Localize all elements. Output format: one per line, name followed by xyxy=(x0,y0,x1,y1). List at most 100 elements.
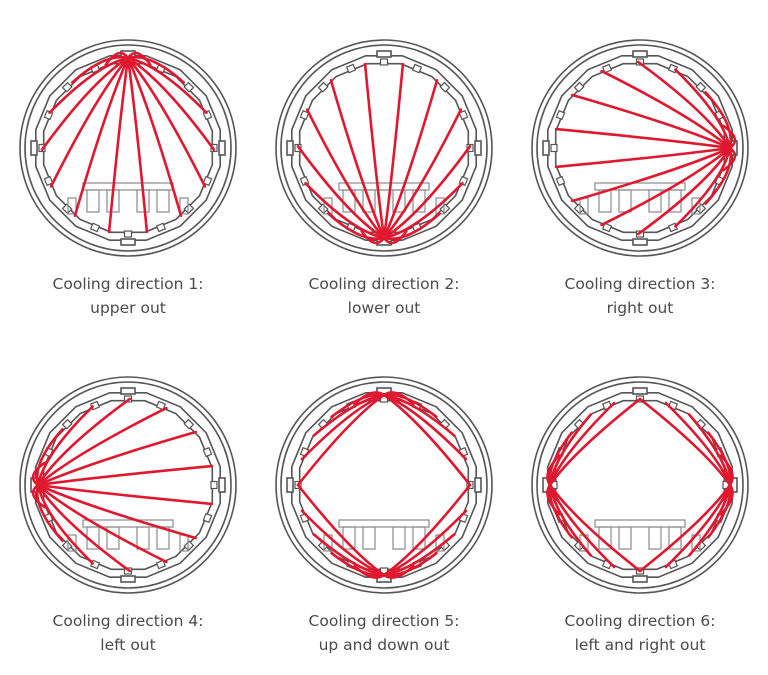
cooling-diagram xyxy=(275,39,493,257)
cooling-diagram xyxy=(531,376,749,594)
slot-tab xyxy=(411,63,423,74)
slot-tab xyxy=(155,400,167,411)
outer-ring xyxy=(19,39,237,257)
slot-tab xyxy=(601,63,613,74)
airflow-line xyxy=(664,401,732,487)
bracket-leg xyxy=(392,189,406,213)
bracket-leg xyxy=(362,526,376,550)
airflow-line xyxy=(36,483,214,506)
airflow-line xyxy=(548,397,642,487)
bracket-side-right xyxy=(179,197,189,215)
airflow-right xyxy=(554,60,737,236)
cooling-diagram xyxy=(19,376,237,594)
airflow-bottom xyxy=(296,483,472,579)
housing xyxy=(19,376,237,594)
outer-ring-inner xyxy=(24,381,232,589)
bracket-bar xyxy=(594,519,686,528)
airflow-line xyxy=(35,428,64,487)
airflow-line xyxy=(36,405,94,487)
airflow-line xyxy=(126,56,207,188)
bracket-side-left xyxy=(67,197,77,215)
airflow-right xyxy=(638,397,734,573)
bracket-leg xyxy=(156,526,170,550)
airflow-line xyxy=(300,509,386,577)
airflow-line xyxy=(638,397,732,487)
airflow-line xyxy=(327,212,386,241)
airflow-line xyxy=(300,393,386,461)
housing xyxy=(275,39,493,257)
bracket-leg xyxy=(392,526,406,550)
airflow-line xyxy=(49,56,130,188)
bracket-leg xyxy=(362,189,376,213)
slot-tab xyxy=(573,81,585,93)
airflow-line xyxy=(31,461,47,487)
slot-tab xyxy=(550,143,558,153)
airflow-line xyxy=(554,127,732,150)
airflow-line xyxy=(382,79,439,240)
airflow-line xyxy=(637,146,732,236)
bracket-side-right xyxy=(691,197,701,215)
terminal-bottom xyxy=(120,575,136,583)
airflow-line xyxy=(382,62,405,240)
bracket-bar xyxy=(82,519,174,528)
airflow-line xyxy=(40,56,130,151)
caption: Cooling direction 4: left out xyxy=(0,609,256,657)
airflow-line xyxy=(638,483,732,573)
caption-title: Cooling direction 2: xyxy=(308,275,460,293)
caption-subtitle: up and down out xyxy=(318,636,450,654)
airflow-line xyxy=(704,91,733,150)
bracket-leg xyxy=(136,526,150,550)
terminal-right xyxy=(474,140,482,156)
outer-ring xyxy=(275,376,493,594)
terminal-bottom xyxy=(632,575,648,583)
airflow-line xyxy=(329,79,386,240)
airflow-line xyxy=(382,212,441,241)
slot-tab xyxy=(155,559,167,570)
terminal-left xyxy=(30,140,38,156)
airflow-line xyxy=(674,146,732,228)
panel-cooling-direction-6: Cooling direction 6: left and right out xyxy=(512,337,768,674)
airflow-left xyxy=(31,397,214,573)
caption-title: Cooling direction 4: xyxy=(52,612,204,630)
airflow-line xyxy=(382,483,472,577)
slot-tab xyxy=(61,418,73,430)
airflow-line xyxy=(600,69,732,150)
airflow-line xyxy=(36,483,197,540)
bracket-leg xyxy=(618,526,632,550)
outer-ring-inner xyxy=(536,44,744,252)
bracket-bar xyxy=(82,182,174,191)
airflow-line xyxy=(600,146,732,227)
airflow-line xyxy=(382,509,468,577)
bracket-bar xyxy=(338,182,430,191)
cooling-diagram xyxy=(531,39,749,257)
outer-ring-inner xyxy=(280,44,488,252)
bracket-leg xyxy=(648,526,662,550)
housing xyxy=(531,376,749,594)
stator-outline xyxy=(546,54,733,241)
airflow-line xyxy=(296,145,386,240)
bracket-bar xyxy=(594,182,686,191)
airflow-line xyxy=(31,483,47,509)
slot-tab xyxy=(183,540,195,552)
airflow-line xyxy=(36,464,214,487)
outer-ring xyxy=(531,376,749,594)
slot-tab xyxy=(202,446,213,458)
panel-cooling-direction-3: Cooling direction 3: right out xyxy=(512,0,768,337)
airflow-line xyxy=(107,56,130,234)
slot-tab xyxy=(299,109,310,121)
airflow-line xyxy=(571,146,732,203)
slot-tab xyxy=(183,203,195,215)
stator-outline xyxy=(290,54,477,241)
bracket-leg xyxy=(618,189,632,213)
airflow-line xyxy=(36,483,94,565)
slot-tab xyxy=(202,175,213,187)
stator-outline xyxy=(290,391,477,578)
terminal-left xyxy=(542,140,550,156)
airflow-line xyxy=(571,93,732,150)
airflow-line xyxy=(48,56,130,114)
slot-tab xyxy=(202,512,213,524)
terminal-left xyxy=(286,140,294,156)
caption-title: Cooling direction 6: xyxy=(564,612,716,630)
airflow-line xyxy=(73,56,130,217)
outer-ring-inner xyxy=(24,44,232,252)
